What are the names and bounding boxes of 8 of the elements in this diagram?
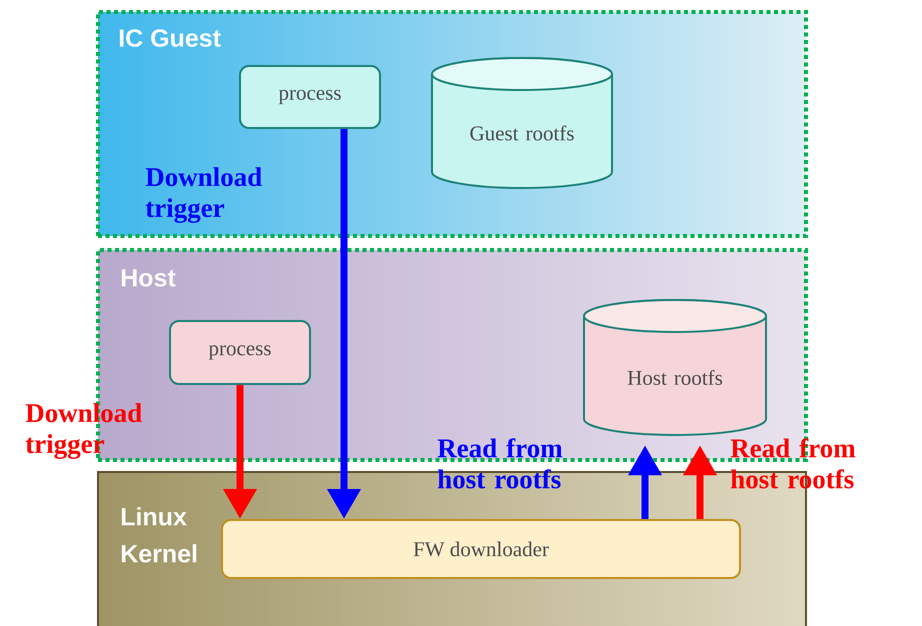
process-box: FW downloader	[221, 519, 741, 579]
edge-label: Download trigger	[146, 167, 262, 223]
storage-cylinder: Guest rootfs	[431, 57, 613, 189]
process-box: process	[169, 320, 311, 385]
edge-label: Read from host rootfs	[438, 438, 562, 488]
edge-label: Download trigger	[26, 403, 142, 459]
process-box: process	[239, 65, 381, 129]
storage-cylinder: Host rootfs	[583, 299, 767, 436]
